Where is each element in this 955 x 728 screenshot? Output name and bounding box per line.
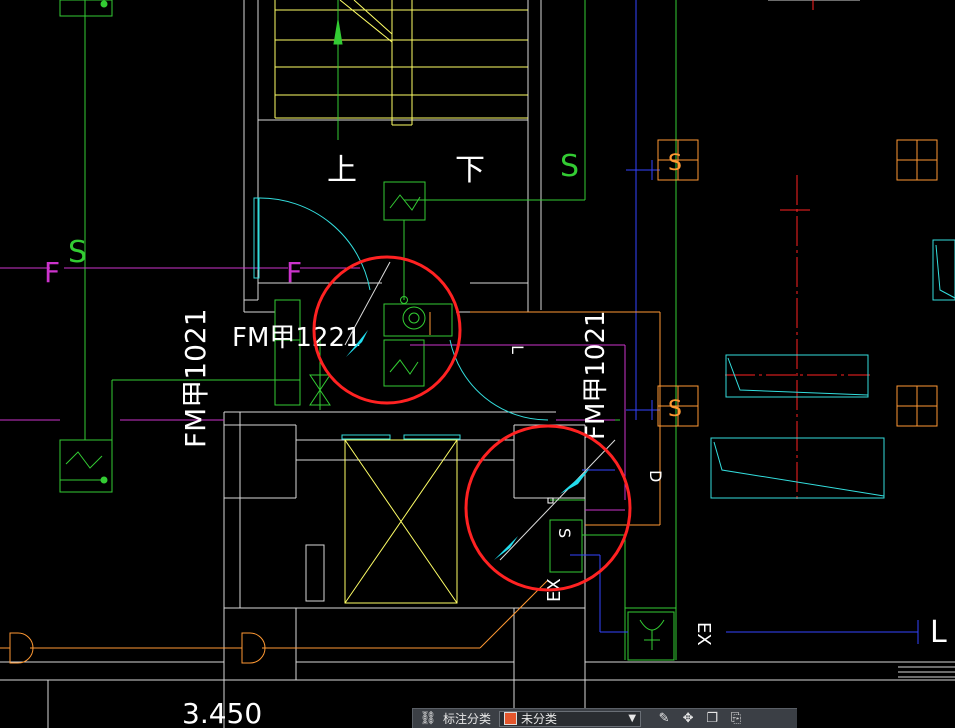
category-label: 标注分类 — [443, 712, 492, 726]
stair-down-label: 下 — [455, 153, 485, 188]
category-color-swatch — [504, 712, 518, 725]
leader-arrowhead — [494, 536, 518, 560]
move-icon[interactable]: ✥ — [682, 711, 694, 726]
valve-node — [400, 296, 408, 304]
annotation-icon[interactable]: ⛓ — [419, 711, 437, 726]
axis-lines — [725, 0, 870, 500]
pipe-f-label: F — [44, 256, 60, 289]
pipe-s-label: S — [560, 149, 579, 184]
fixture-lines — [253, 197, 955, 499]
blue-piping — [570, 0, 919, 644]
pipe-ex-label: EX — [693, 622, 714, 646]
leader-arrowhead — [346, 330, 368, 357]
door-label-right: FM甲1021 — [581, 310, 611, 440]
door-label-left: FM甲1021 — [179, 308, 212, 448]
stair-up-label: 上 — [327, 153, 357, 188]
leader-grip[interactable] — [547, 497, 554, 504]
pipe-s-label: S — [68, 235, 87, 270]
category-dropdown[interactable]: 未分类 ▼ — [499, 710, 642, 727]
magenta-piping — [0, 267, 626, 511]
highlight-circle — [312, 255, 462, 405]
category-value: 未分类 — [521, 712, 558, 726]
stair-lines — [274, 0, 528, 604]
valve-node — [100, 476, 108, 484]
corner-mark: L — [508, 345, 527, 354]
edit-icon[interactable]: ✎ — [658, 711, 670, 726]
pipe-f-label: F — [286, 256, 302, 289]
leader-arrowhead — [560, 468, 590, 494]
green-piping — [59, 0, 677, 661]
stair-arrow — [333, 0, 343, 140]
pipe-s-label: S — [668, 151, 682, 176]
toolbar-tools: ✎ ✥ ❐ ⎘ — [655, 711, 745, 727]
highlight-circle — [464, 424, 632, 592]
pipe-s-label: S — [668, 397, 682, 422]
paste-icon[interactable]: ⎘ — [730, 711, 742, 726]
leader-arrows — [344, 261, 616, 561]
pipe-l-label: L — [930, 615, 947, 650]
door-label-mid: FM甲1221 — [232, 323, 362, 353]
valve-node — [100, 0, 108, 8]
orange-piping — [0, 139, 938, 664]
copy-icon[interactable]: ❐ — [706, 711, 718, 726]
pipe-d-label: D — [646, 470, 665, 482]
annotation-toolbar: ⛓ 标注分类 未分类 ▼ ✎ ✥ ❐ ⎘ — [412, 708, 797, 728]
elevation-label: 3.450 — [182, 697, 262, 728]
pipe-s-label: S — [555, 528, 574, 538]
chevron-down-icon: ▼ — [628, 713, 637, 724]
